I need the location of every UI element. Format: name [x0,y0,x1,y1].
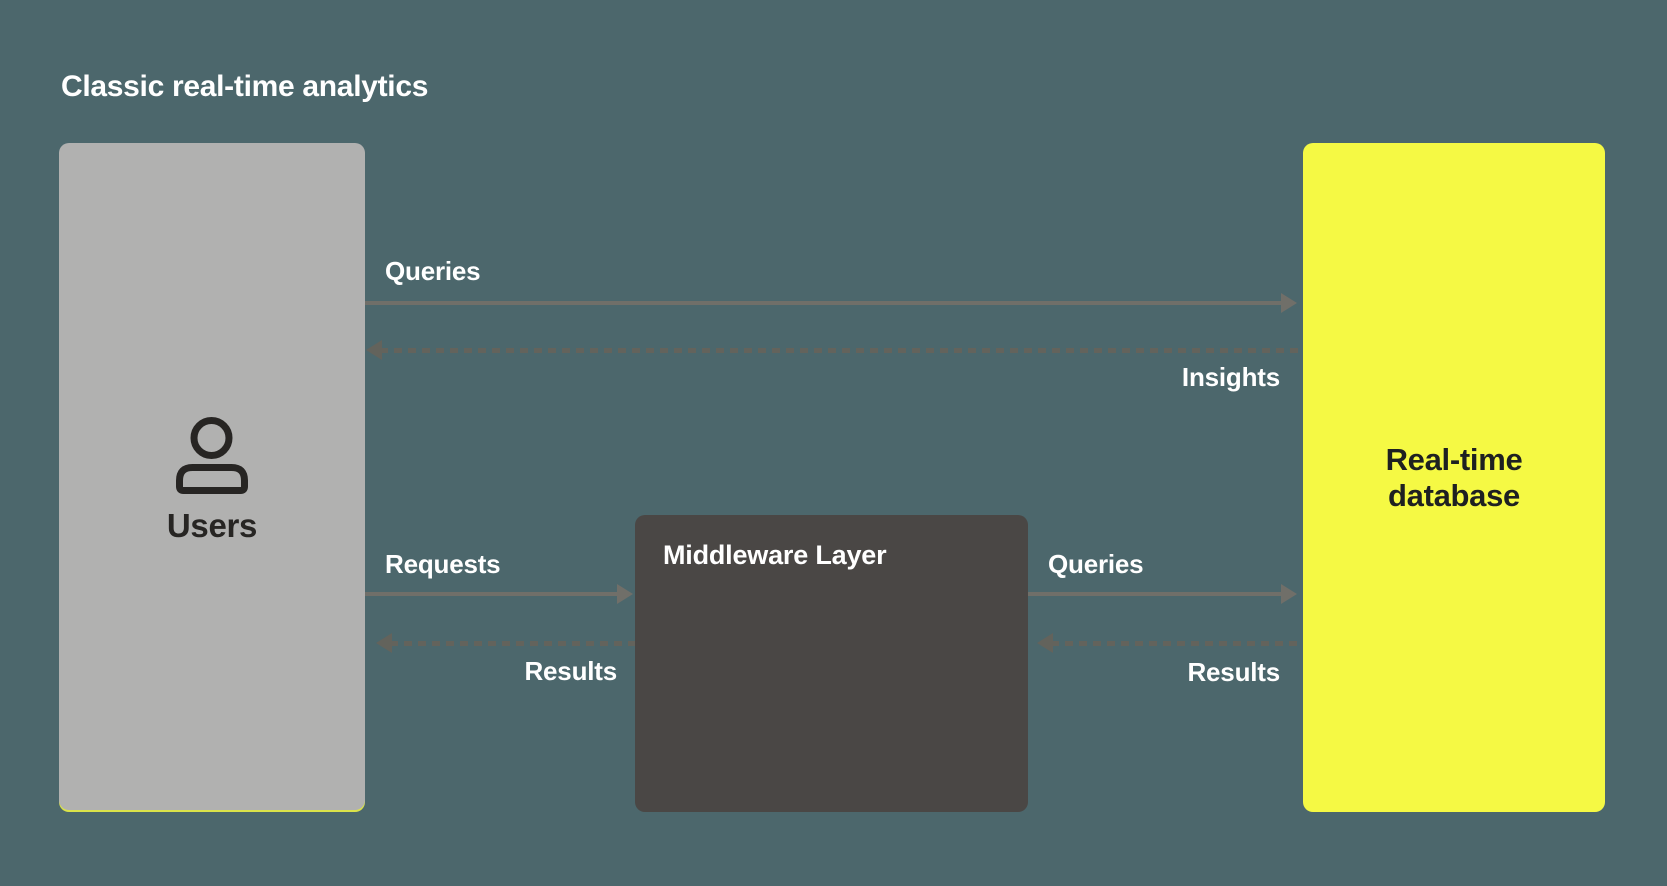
edge-database-to-users [366,340,1303,360]
diagram-title: Classic real-time analytics [61,70,429,103]
arrowhead-right-icon [617,584,633,604]
edge-line [380,348,1303,353]
edge-users-to-database [365,293,1297,313]
node-database-label: Real-time database [1385,441,1523,513]
arrowhead-left-icon [1037,633,1053,653]
edge-line [390,641,635,646]
edge-label-results-right: Results [1187,657,1280,687]
edge-middleware-to-database [1028,584,1297,604]
node-middleware-label: Middleware Layer [663,540,887,570]
edge-users-to-middleware [365,584,633,604]
node-users-label: Users [166,507,258,544]
edge-database-to-middleware [1037,633,1303,653]
edge-label-queries-top: Queries [385,256,481,286]
node-middleware: Middleware Layer [635,515,1028,812]
edge-line [1051,641,1303,646]
edge-line [365,301,1283,305]
node-database: Real-time database [1303,143,1605,812]
person-icon [176,417,248,494]
node-users: Users [59,143,365,810]
arrowhead-left-icon [376,633,392,653]
edge-label-queries-right: Queries [1048,549,1144,579]
edge-line [365,592,619,596]
arrowhead-right-icon [1281,293,1297,313]
edge-label-insights: Insights [1181,362,1280,392]
edge-line [1028,592,1283,596]
edge-label-results-left: Results [524,656,617,686]
arrowhead-left-icon [366,340,382,360]
edge-middleware-to-users [376,633,635,653]
arrowhead-right-icon [1281,584,1297,604]
edge-label-requests: Requests [385,549,501,579]
